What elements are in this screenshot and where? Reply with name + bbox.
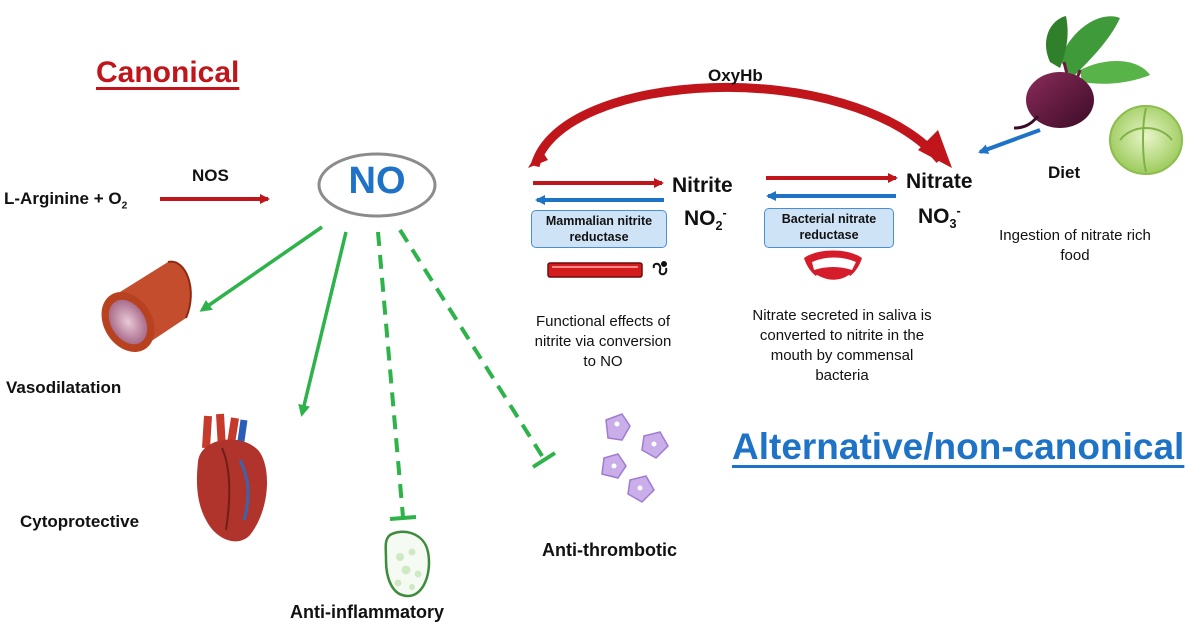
blood-vessel-bar-icon <box>547 262 643 278</box>
nitrate-formula: NO3- <box>918 204 961 232</box>
vasodilatation-arrow <box>199 225 323 312</box>
oxyhb-arc <box>530 82 944 168</box>
saliva-note: Nitrate secreted in saliva is converted … <box>752 307 932 384</box>
cabbage-icon <box>1109 105 1183 175</box>
nitrate-label: Nitrate <box>906 170 973 193</box>
diet-arrow <box>978 128 1041 154</box>
heart-icon <box>196 413 268 542</box>
nitrite-formula: NO2- <box>684 206 727 234</box>
oxyhb-arc-tail <box>528 148 548 168</box>
mouth-icon <box>804 250 862 283</box>
oxyhb-arc-arrowhead <box>918 130 952 168</box>
oxyhb-label: OxyHb <box>708 66 763 85</box>
cytoprotective-label: Cytoprotective <box>20 512 140 531</box>
no-ellipse <box>317 152 437 218</box>
anti-inflammatory-bar <box>389 515 417 521</box>
bacteria-icon <box>652 261 668 276</box>
substrate-label: L-Arginine + O2 <box>4 189 128 212</box>
anti-thrombotic-label: Anti-thrombotic <box>542 540 677 560</box>
beetroot-icon <box>1013 16 1150 130</box>
anti-inflammatory-label: Anti-inflammatory <box>290 602 445 622</box>
alternative-title: Alternative/non-canonical <box>732 426 1185 467</box>
platelets-icon <box>601 413 669 503</box>
nos-label: NOS <box>192 166 229 185</box>
canonical-title: Canonical <box>96 56 240 89</box>
nitrite-label: Nitrite <box>672 174 733 197</box>
bacterial-nitrate-reductase-box: Bacterial nitrate reductase <box>764 208 894 248</box>
anti-thrombotic-inhibit-line <box>398 228 546 461</box>
mammalian-nitrite-reductase-box: Mammalian nitrite reductase <box>531 210 667 248</box>
nitrite-note: Functional effects of nitrite via conver… <box>534 313 672 370</box>
blood-vessel-icon <box>101 260 192 352</box>
white-blood-cell-icon <box>384 530 431 598</box>
diet-label: Diet <box>1048 163 1081 182</box>
diet-note: Ingestion of nitrate rich food <box>999 227 1151 264</box>
vasodilatation-label: Vasodilatation <box>6 378 122 397</box>
no-label: NO <box>348 160 406 202</box>
anti-thrombotic-bar <box>531 451 557 469</box>
cytoprotective-arrow <box>298 231 348 417</box>
anti-inflammatory-inhibit-line <box>376 231 405 518</box>
